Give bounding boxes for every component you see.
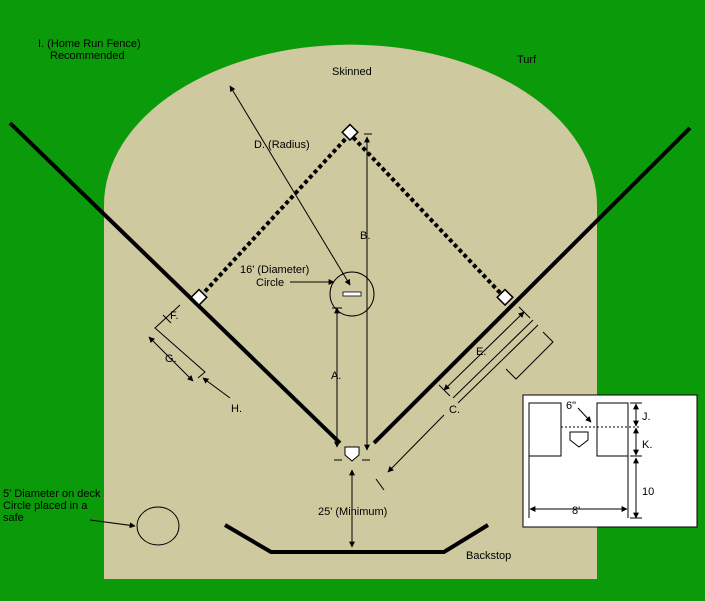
- backstop-label: Backstop: [466, 550, 511, 562]
- inset-left-batters-box: [528, 402, 562, 457]
- turf-label: Turf: [517, 54, 537, 66]
- inset-j-label: J.: [642, 411, 651, 423]
- on-deck-arrow: [89, 519, 136, 529]
- dimension-c-bracket: [505, 331, 554, 380]
- inset-k-label: K.: [642, 439, 652, 451]
- right-foul-line: [372, 126, 692, 445]
- dimension-b-label: B.: [360, 230, 370, 242]
- inset-box: [522, 394, 698, 528]
- inset-eight-label: 8': [572, 505, 580, 517]
- dimension-c-line-2: [457, 324, 539, 404]
- minimum-label: 25' (Minimum): [318, 506, 387, 518]
- left-foul-line: [8, 121, 342, 445]
- dimension-g-arrow: [148, 336, 194, 382]
- dimension-g-label: G.: [165, 353, 177, 365]
- inset-home-plate: [569, 431, 589, 448]
- inset-six-inch-label: 6": [566, 400, 576, 412]
- dimension-h-arrow: [202, 377, 231, 399]
- backstop-line: [223, 523, 490, 554]
- pitchers-circle: [329, 271, 375, 317]
- dimension-e-tick-bottom: [438, 384, 451, 397]
- radius-label: D. (Radius): [254, 139, 310, 151]
- on-deck-circle: [136, 506, 180, 546]
- dimension-d-arrow: [229, 85, 351, 286]
- circle-label-line1: 16' (Diameter): [240, 264, 309, 276]
- dimension-h-label: H.: [231, 403, 242, 415]
- dimension-c-arrow: [387, 414, 445, 473]
- skinned-label: Skinned: [332, 66, 372, 78]
- fence-label-line2: Recommended: [50, 50, 125, 62]
- deck-label-line1: 5' Diameter on deck: [3, 488, 101, 500]
- inset-six-inch-pointer: [577, 407, 592, 423]
- dimension-e-arrow: [443, 311, 525, 391]
- deck-label-line3: safe: [3, 512, 24, 524]
- dimension-e-tick-top: [518, 306, 531, 319]
- circle-label-line2: Circle: [256, 277, 284, 289]
- fence-label-line1: I. (Home Run Fence): [38, 38, 141, 50]
- deck-label-line2: Circle placed in a: [3, 500, 88, 512]
- base-path-first-second: [348, 132, 507, 300]
- inset-right-batters-box: [596, 402, 629, 457]
- third-base: [190, 288, 208, 307]
- pitchers-plate: [342, 291, 362, 297]
- dimension-c-label: C.: [449, 404, 460, 416]
- dimension-e-label: E.: [476, 346, 486, 358]
- dimension-c-line-1: [452, 319, 534, 399]
- dimension-c-tick: [375, 478, 385, 491]
- first-base: [496, 288, 514, 307]
- dimension-a-label: A.: [331, 370, 341, 382]
- dimension-f-label: F.: [170, 310, 179, 322]
- inset-ten-label: 10: [642, 486, 654, 498]
- skinned-area: [104, 44, 597, 580]
- dimension-f-tick: [162, 314, 172, 324]
- home-plate: [344, 446, 360, 462]
